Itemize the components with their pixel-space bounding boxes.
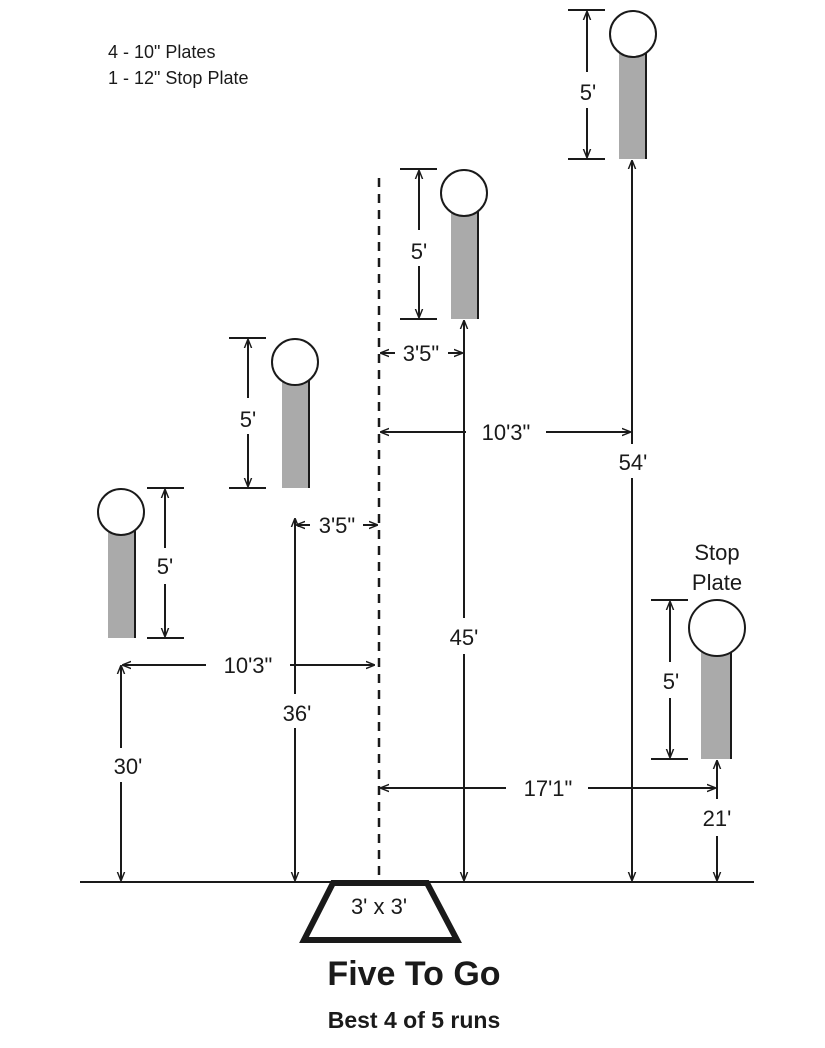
plate-4	[609, 10, 657, 58]
shooting-box-label: 3' x 3'	[351, 894, 407, 919]
plate-2-height-label: 5'	[240, 407, 256, 432]
plate-4-offset-label: 10'3"	[482, 420, 531, 445]
plate-2-distance-label: 36'	[283, 701, 312, 726]
stop-plate-post	[701, 643, 731, 759]
stop-plate	[688, 599, 746, 657]
plate-3-height-label: 5'	[411, 239, 427, 264]
plate-4-distance-label: 54'	[619, 450, 648, 475]
plate-3-distance-label: 45'	[450, 625, 479, 650]
note-plates: 4 - 10" Plates	[108, 42, 215, 62]
plate-4-post	[619, 44, 646, 159]
plate-2	[271, 338, 319, 386]
plate-4-group: 5'	[568, 9, 657, 160]
plate-3-post	[451, 203, 478, 319]
plate-1	[97, 488, 145, 536]
plate-1-distance-label: 30'	[114, 754, 143, 779]
page-subtitle: Best 4 of 5 runs	[328, 1007, 501, 1033]
plate-3	[440, 169, 488, 217]
page-title: Five To Go	[327, 955, 500, 993]
plate-1-post	[108, 522, 135, 638]
plate-3-group: 5'	[400, 168, 488, 320]
plate-1-height-label: 5'	[157, 554, 173, 579]
plate-2-offset-label: 3'5"	[319, 513, 355, 538]
stop-plate-group: Stop Plate 5'	[651, 540, 746, 760]
plate-1-offset-label: 10'3"	[224, 653, 273, 678]
plate-1-group: 5'	[97, 487, 184, 639]
stop-plate-offset-label: 17'1"	[524, 776, 573, 801]
stop-plate-label-line1: Stop	[694, 540, 739, 565]
note-stop-plate: 1 - 12" Stop Plate	[108, 68, 248, 88]
plate-2-post	[282, 372, 309, 488]
plate-2-group: 5'	[229, 337, 319, 489]
shooting-box	[299, 880, 462, 943]
plate-3-offset-label: 3'5"	[403, 341, 439, 366]
plate-4-height-label: 5'	[580, 80, 596, 105]
stop-plate-distance-label: 21'	[703, 806, 732, 831]
stop-plate-height-label: 5'	[663, 669, 679, 694]
stop-plate-label-line2: Plate	[692, 570, 742, 595]
